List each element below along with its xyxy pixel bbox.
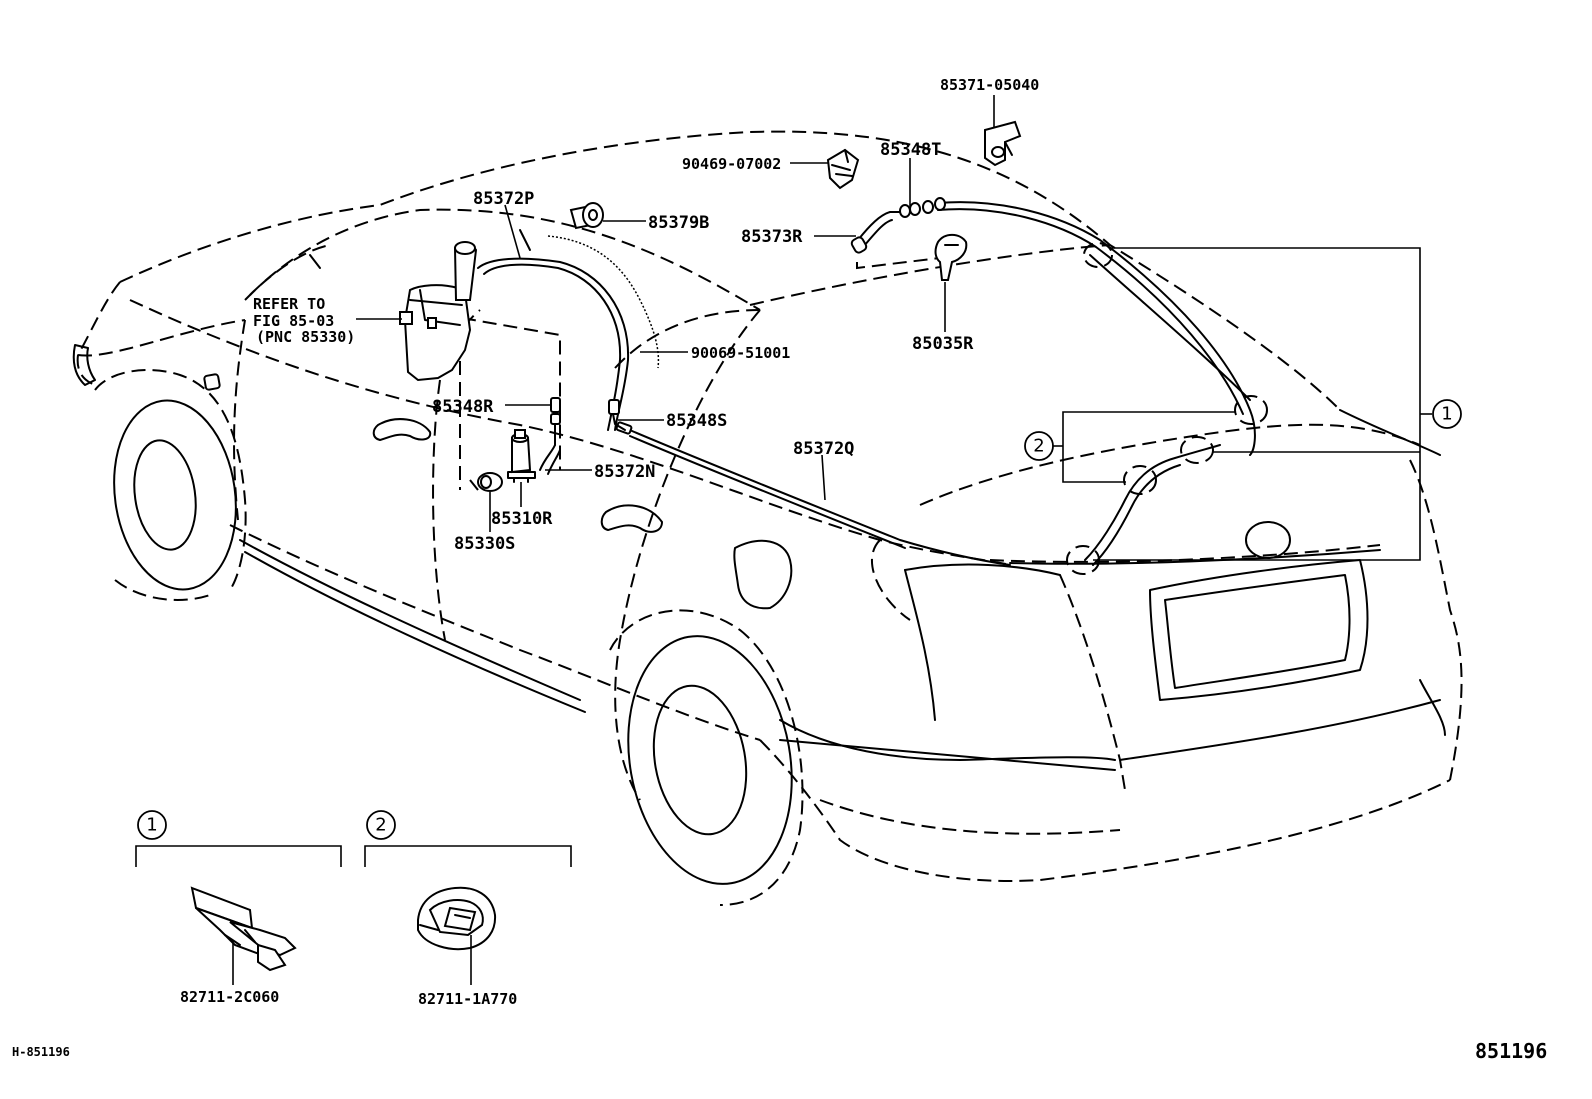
- label-85348S: 85348S: [666, 411, 727, 431]
- part-85371-05040: [984, 120, 1022, 167]
- label-85310R: 85310R: [491, 509, 553, 529]
- part-82711-1A770: [417, 886, 497, 950]
- label-85372N: 85372N: [594, 462, 655, 482]
- part-labels: 85371-05040 90469-07002 85348T 85372P 85…: [180, 76, 1039, 1008]
- label-85330S: 85330S: [454, 534, 515, 554]
- label-82711-2C060: 82711-2C060: [180, 988, 279, 1006]
- footer-left-code: H-851196: [12, 1045, 70, 1059]
- callout-2-inset: 2: [366, 810, 396, 840]
- label-85371-05040: 85371-05040: [940, 76, 1039, 94]
- callout-2-main-text: 2: [1033, 436, 1044, 457]
- refer-line-2: FIG 85-03: [253, 312, 334, 330]
- part-85348T: [899, 197, 946, 218]
- label-85348T: 85348T: [880, 140, 941, 160]
- callout-1-main-text: 1: [1441, 404, 1452, 425]
- callout-1-inset: 1: [137, 810, 167, 840]
- label-85035R: 85035R: [912, 334, 974, 354]
- callout-2-inset-text: 2: [375, 815, 386, 836]
- callout-2-main: 2: [1024, 431, 1054, 461]
- label-85372Q: 85372Q: [793, 439, 854, 459]
- label-82711-1A770: 82711-1A770: [418, 990, 517, 1008]
- label-90069-51001: 90069-51001: [691, 344, 790, 362]
- part-85330S: [477, 472, 503, 492]
- part-82711-2C060: [190, 886, 297, 972]
- car-body-outline: [72, 130, 1463, 906]
- part-85348S: [608, 399, 633, 435]
- label-85372P: 85372P: [473, 189, 534, 209]
- label-90469-07002: 90469-07002: [682, 155, 781, 173]
- part-85310R: [507, 429, 536, 483]
- label-85373R: 85373R: [741, 227, 803, 247]
- washer-tank: [399, 241, 478, 382]
- part-90469-07002: [826, 148, 860, 190]
- refer-line-3: (PNC 85330): [256, 328, 355, 346]
- refer-note: REFER TO FIG 85-03 (PNC 85330): [253, 295, 355, 346]
- refer-line-1: REFER TO: [253, 295, 325, 313]
- part-85348R: [550, 397, 561, 446]
- label-85348R: 85348R: [432, 397, 494, 417]
- part-85372N: [539, 444, 561, 475]
- part-85035R: [934, 233, 968, 281]
- washer-hose-routing: [454, 201, 1268, 575]
- part-85379B: [569, 202, 604, 230]
- label-85379B: 85379B: [648, 213, 709, 233]
- callout-1-inset-text: 1: [146, 815, 157, 836]
- leader-lines: [135, 95, 1432, 985]
- callout-1-main: 1: [1432, 399, 1462, 429]
- footer-right-code: 851196: [1475, 1039, 1547, 1063]
